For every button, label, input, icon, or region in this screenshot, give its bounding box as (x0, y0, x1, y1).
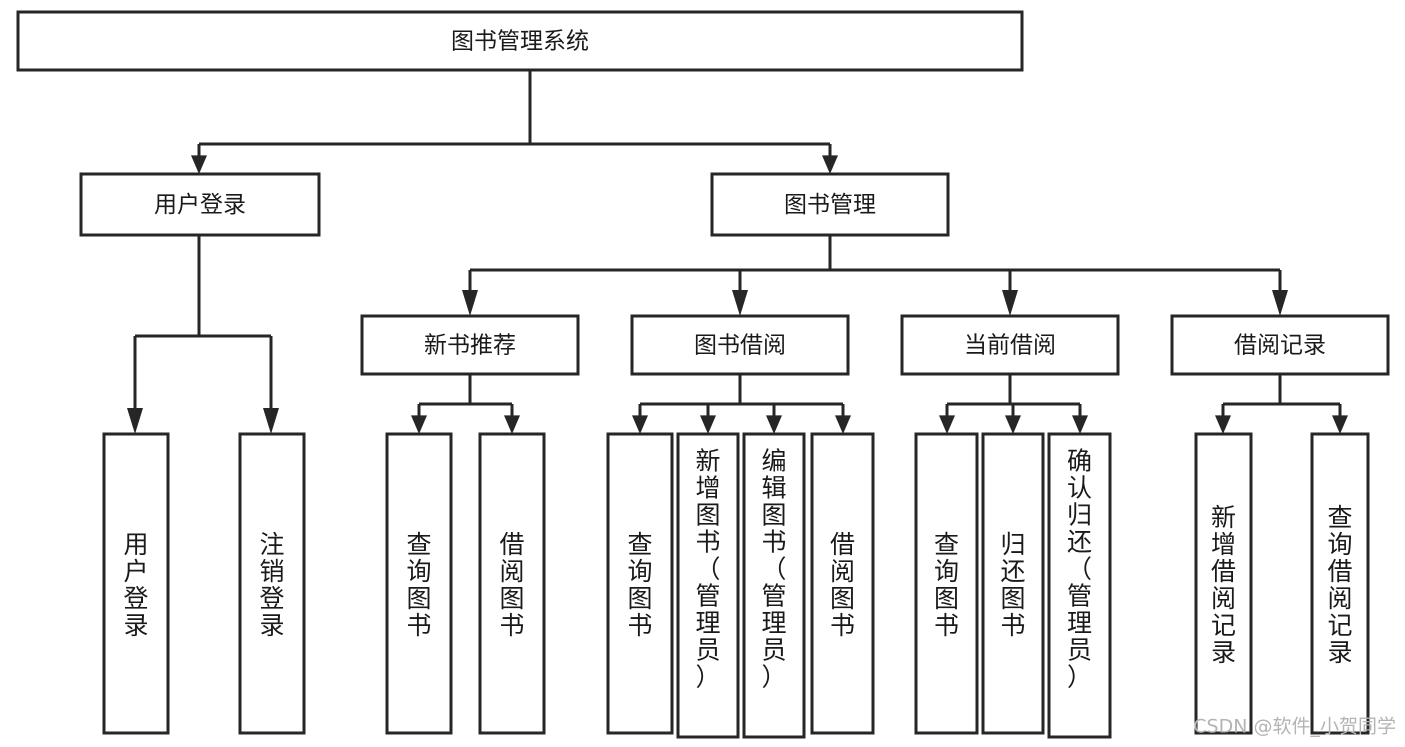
node-box-leaf-edit-book-admin[interactable] (742, 432, 806, 739)
node-box-leaf-query-borrow-record[interactable] (1310, 432, 1370, 735)
node-box-user-login[interactable] (79, 172, 321, 237)
edge-to-leaf-borrow-book-1 (504, 404, 520, 434)
edge-to-leaf-query-book-1 (411, 404, 427, 434)
node-label-leaf-edit-book-admin: 编辑图书（管理员） (761, 446, 786, 691)
node-box-leaf-borrow-book-1[interactable] (478, 432, 546, 735)
edge-to-leaf-logout (263, 336, 279, 434)
node-label-leaf-user-login: 用户登录 (123, 530, 148, 640)
edge-to-leaf-add-record (1215, 404, 1231, 434)
leaf-node-leaf-logout[interactable]: 注销登录 (238, 432, 306, 735)
node-label-leaf-logout: 注销登录 (259, 530, 284, 640)
node-label-new-book-recommend: 新书推荐 (424, 333, 516, 359)
node-label-leaf-query-book-1: 查询图书 (406, 530, 431, 640)
leaf-node-leaf-query-book-2[interactable]: 查询图书 (606, 432, 674, 735)
node-label-root: 图书管理系统 (451, 29, 589, 55)
edge-to-leaf-add-book (700, 404, 716, 434)
node-label-leaf-add-borrow-record: 新增借阅记录 (1211, 503, 1236, 667)
node-label-leaf-query-book-2: 查询图书 (627, 530, 652, 640)
node-box-new-book-recommend[interactable] (360, 314, 580, 376)
node-box-leaf-add-borrow-record[interactable] (1194, 432, 1253, 735)
node-label-user-login: 用户登录 (154, 192, 246, 218)
connector-layer (127, 70, 1348, 434)
edge-to-leaf-borrow-book-2 (835, 404, 851, 434)
edge-to-borrow-record (1272, 270, 1288, 316)
node-label-leaf-return-book: 归还图书 (1000, 530, 1025, 640)
edge-to-leaf-query-book-2 (632, 404, 648, 434)
node-label-current-borrow: 当前借阅 (964, 333, 1056, 359)
leaf-node-leaf-edit-book-admin[interactable]: 编辑图书（管理员） (742, 432, 806, 739)
edge-to-leaf-user-login (127, 336, 143, 434)
edge-to-leaf-query-record (1332, 404, 1348, 434)
node-label-book-manage: 图书管理 (784, 192, 876, 218)
leaf-node-leaf-add-borrow-record[interactable]: 新增借阅记录 (1194, 432, 1253, 735)
leaf-node-leaf-add-book-admin[interactable]: 新增图书（管理员） (676, 432, 740, 739)
csdn-watermark: CSDN @软件_小贺同学 (1193, 716, 1396, 738)
edge-to-current-borrow (1002, 270, 1018, 316)
level2-node-new-book-recommend[interactable]: 新书推荐 (360, 314, 580, 376)
node-label-leaf-confirm-return-admin: 确认归还（管理员） (1067, 446, 1092, 691)
edge-to-new-book-recommend (462, 270, 478, 316)
level2-node-current-borrow[interactable]: 当前借阅 (900, 314, 1120, 376)
node-layer: 图书管理系统用户登录图书管理新书推荐图书借阅当前借阅借阅记录用户登录注销登录查询… (16, 10, 1390, 739)
leaf-node-leaf-query-borrow-record[interactable]: 查询借阅记录 (1310, 432, 1370, 735)
node-label-leaf-add-book-admin: 新增图书（管理员） (695, 446, 720, 691)
edge-to-leaf-return-book (1005, 404, 1021, 434)
node-box-leaf-logout[interactable] (238, 432, 306, 735)
node-label-borrow-record: 借阅记录 (1234, 333, 1326, 359)
node-box-leaf-borrow-book-2[interactable] (810, 432, 875, 735)
node-label-leaf-query-borrow-record: 查询借阅记录 (1327, 503, 1352, 667)
node-label-leaf-borrow-book-1: 借阅图书 (499, 530, 524, 640)
level1-node-book-manage[interactable]: 图书管理 (710, 172, 950, 237)
node-box-book-manage[interactable] (710, 172, 950, 237)
leaf-node-leaf-query-book-3[interactable]: 查询图书 (914, 432, 979, 735)
node-box-leaf-confirm-return-admin[interactable] (1047, 432, 1112, 739)
root-node-root[interactable]: 图书管理系统 (16, 10, 1024, 72)
edge-to-leaf-query-book-3 (939, 404, 955, 434)
node-box-current-borrow[interactable] (900, 314, 1120, 376)
node-box-leaf-return-book[interactable] (981, 432, 1045, 735)
node-label-book-borrow: 图书借阅 (694, 333, 786, 359)
level1-node-user-login[interactable]: 用户登录 (79, 172, 321, 237)
edge-to-book-manage (822, 144, 838, 174)
edge-to-leaf-confirm-return (1072, 404, 1088, 434)
node-box-borrow-record[interactable] (1170, 314, 1390, 376)
leaf-node-leaf-borrow-book-1[interactable]: 借阅图书 (478, 432, 546, 735)
edge-to-leaf-edit-book (766, 404, 782, 434)
level2-node-borrow-record[interactable]: 借阅记录 (1170, 314, 1390, 376)
node-box-leaf-add-book-admin[interactable] (676, 432, 740, 739)
node-box-leaf-query-book-1[interactable] (385, 432, 453, 735)
node-box-leaf-user-login[interactable] (102, 432, 170, 735)
leaf-node-leaf-query-book-1[interactable]: 查询图书 (385, 432, 453, 735)
edge-to-user-login (191, 144, 207, 174)
leaf-node-leaf-return-book[interactable]: 归还图书 (981, 432, 1045, 735)
edge-to-book-borrow (732, 270, 748, 316)
node-label-leaf-query-book-3: 查询图书 (934, 530, 959, 640)
node-box-root[interactable] (16, 10, 1024, 72)
leaf-node-leaf-borrow-book-2[interactable]: 借阅图书 (810, 432, 875, 735)
level2-node-book-borrow[interactable]: 图书借阅 (630, 314, 850, 376)
node-label-leaf-borrow-book-2: 借阅图书 (830, 530, 855, 640)
node-box-book-borrow[interactable] (630, 314, 850, 376)
leaf-node-leaf-user-login[interactable]: 用户登录 (102, 432, 170, 735)
node-box-leaf-query-book-3[interactable] (914, 432, 979, 735)
leaf-node-leaf-confirm-return-admin[interactable]: 确认归还（管理员） (1047, 432, 1112, 739)
node-box-leaf-query-book-2[interactable] (606, 432, 674, 735)
